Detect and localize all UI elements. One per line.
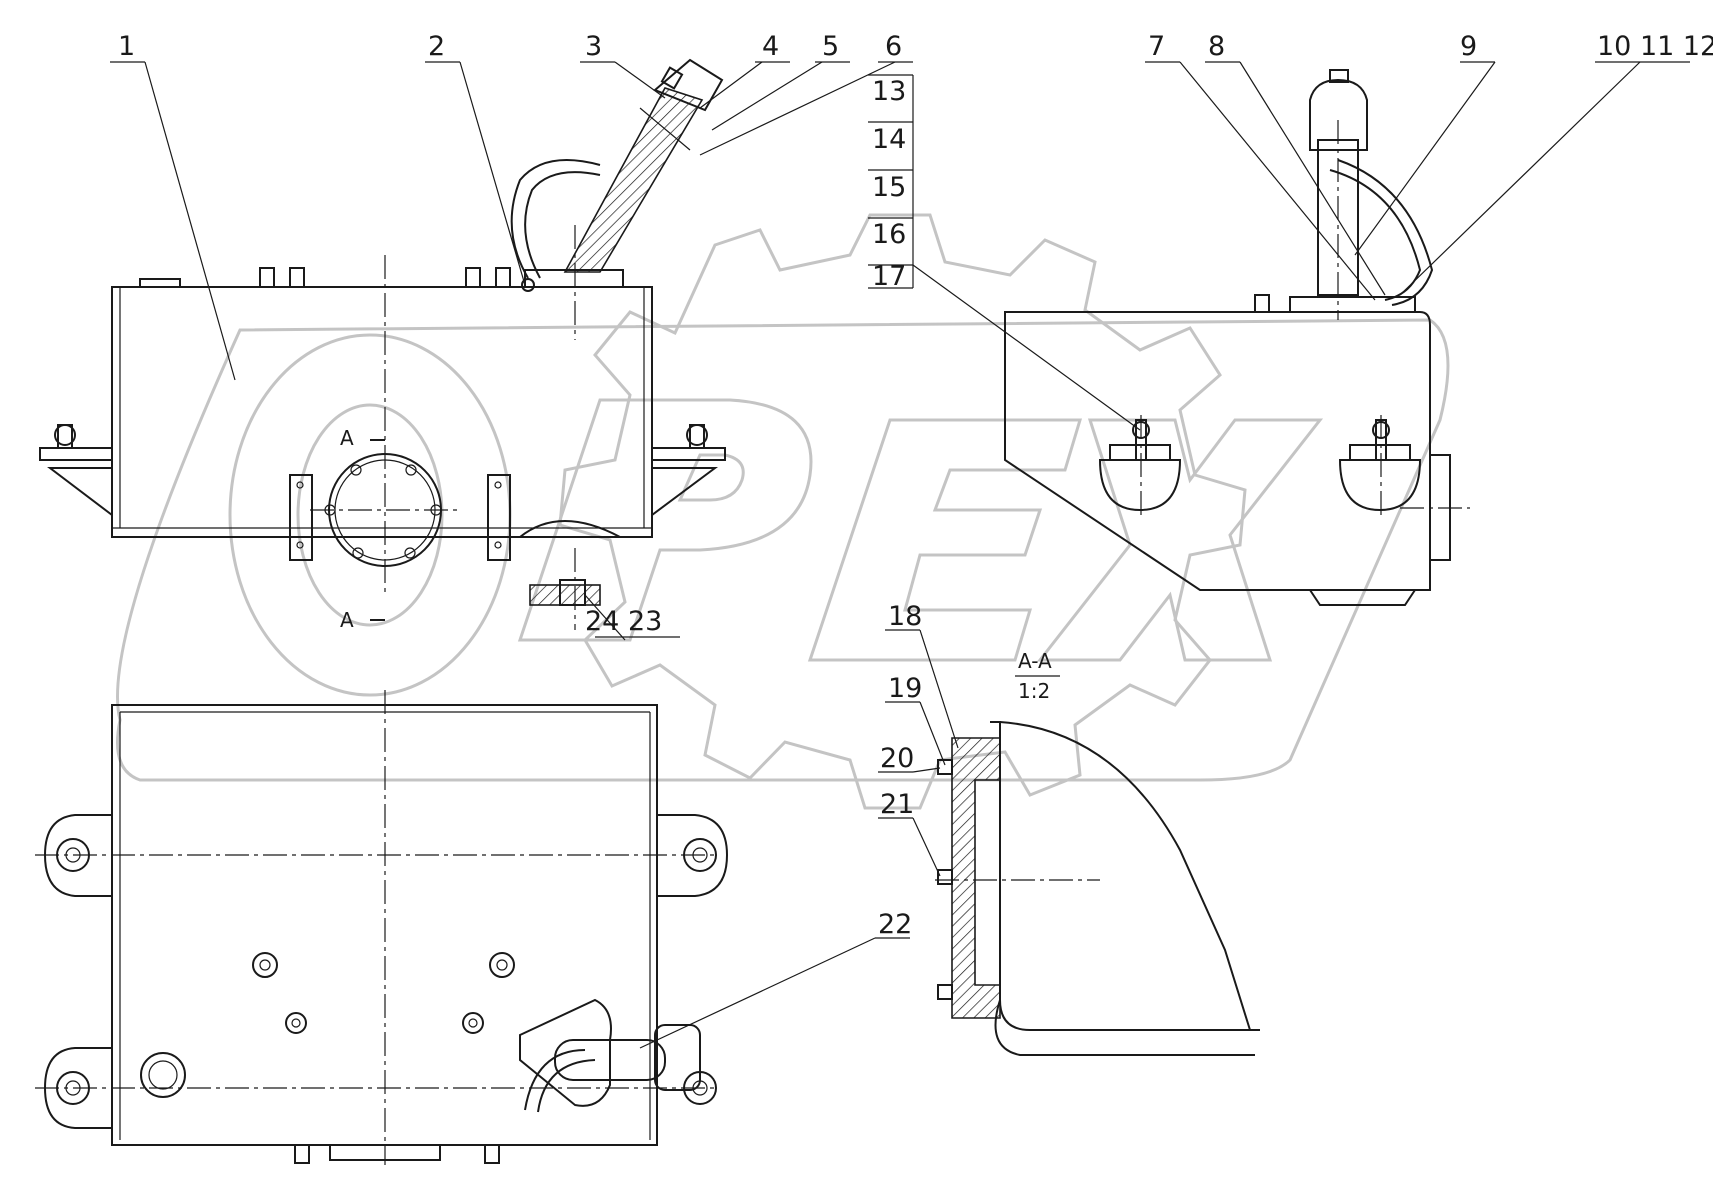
callout-10-11-12: 10 11 12 <box>1597 31 1713 62</box>
side-view <box>1004 69 1470 606</box>
callout-17: 17 <box>872 261 906 292</box>
callout-labels: 1 2 3 4 5 6 7 8 9 10 11 12 13 14 15 16 1… <box>118 31 1713 940</box>
callout-20: 20 <box>880 743 914 774</box>
callout-7: 7 <box>1148 31 1165 62</box>
opex-watermark-logo <box>116 213 1450 810</box>
callout-1: 1 <box>118 31 135 62</box>
leader-lines <box>110 61 1690 1049</box>
callout-4: 4 <box>762 31 779 62</box>
section-marker-bottom: A <box>340 608 354 632</box>
callout-9: 9 <box>1460 31 1477 62</box>
section-marker-top: A <box>340 426 354 450</box>
top-view <box>35 690 729 1165</box>
callout-21: 21 <box>880 789 914 820</box>
section-title: A-A <box>1018 649 1052 673</box>
callout-15: 15 <box>872 172 906 203</box>
callout-13: 13 <box>872 76 906 107</box>
callout-14: 14 <box>872 124 906 155</box>
callout-16: 16 <box>872 219 906 250</box>
callout-3: 3 <box>585 31 602 62</box>
callout-5: 5 <box>822 31 839 62</box>
front-view <box>39 58 726 630</box>
callout-22: 22 <box>878 909 912 940</box>
callout-18: 18 <box>888 601 922 632</box>
callout-8: 8 <box>1208 31 1225 62</box>
callout-6: 6 <box>885 31 902 62</box>
section-markers: A A A-A 1:2 <box>340 426 1060 703</box>
section-scale: 1:2 <box>1018 679 1050 703</box>
callout-24-23: 24 23 <box>585 606 662 637</box>
callout-19: 19 <box>888 673 922 704</box>
section-a-a-view <box>935 721 1260 1056</box>
callout-2: 2 <box>428 31 445 62</box>
